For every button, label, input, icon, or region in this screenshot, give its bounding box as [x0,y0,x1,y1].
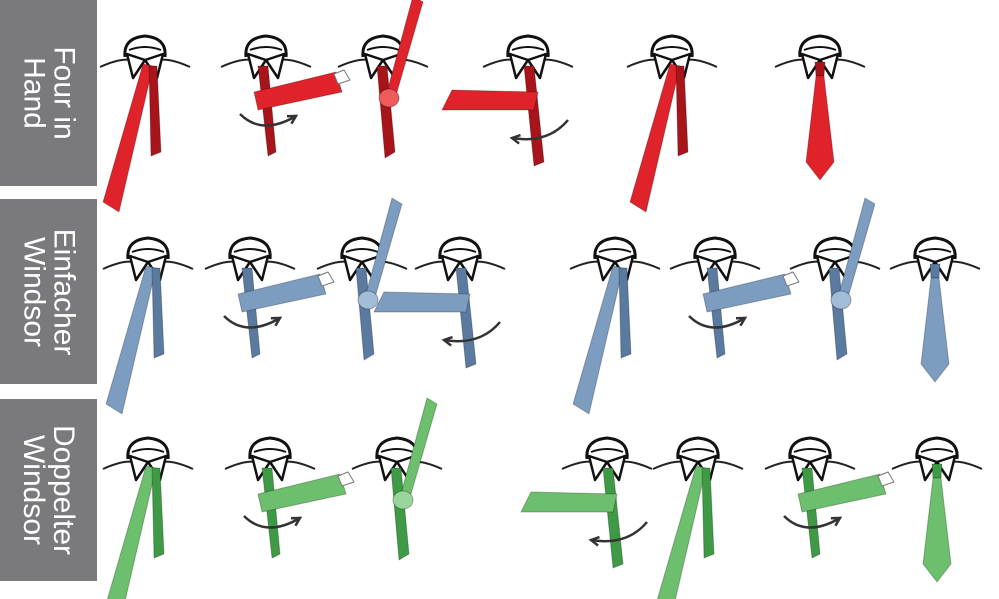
tie-loop [831,291,851,309]
tie-narrow-end [456,268,476,368]
tie-loop [358,291,378,309]
step-5 [627,36,717,212]
tie-narrow-end [262,468,280,558]
tie-wide-end [630,64,680,212]
step-1 [103,438,193,599]
four-in-hand-steps [100,0,999,200]
tie-loop [379,89,399,107]
tie-narrow-end [258,66,276,156]
step-4 [442,36,573,166]
tie-knot [815,62,825,76]
step-1 [100,36,190,212]
tie-wide-end [106,266,156,414]
einfacher-windsor-steps [100,200,999,400]
step-2 [221,36,350,156]
step-7 [892,438,982,582]
step-3 [352,398,442,560]
tie-narrow-end [802,468,820,558]
step-5 [653,438,743,599]
step-3 [338,0,428,158]
tie-narrow-end [242,268,260,358]
tie-wide-end [442,90,538,110]
label-einfacher-windsor: Einfacher Windsor [0,199,97,384]
step-2 [205,238,334,358]
tie-narrow-end [524,66,544,166]
tie-narrow-end [603,468,623,568]
tie-narrow-end [676,66,688,156]
tie-blade [923,478,951,582]
tie-narrow-end [152,468,164,558]
step-4 [521,438,652,568]
step-7 [790,198,880,360]
tie-knot [930,264,940,278]
tie-loop [393,491,413,509]
tie-blade [921,278,949,382]
step-6 [670,238,799,358]
step-4 [374,238,505,368]
doppelter-windsor-steps [100,398,999,598]
tie-wide-end [103,64,153,212]
tie-blade [806,76,834,180]
tie-narrow-end [152,268,164,358]
label-four-in-hand: Four in Hand [0,0,97,186]
tie-wide-end [521,492,617,512]
tie-wide-end [573,266,623,414]
tie-wide-end [656,466,706,599]
tie-wide-end [374,292,470,312]
tie-wide-end [106,466,156,599]
step-8 [890,238,980,382]
tie-knot [932,464,942,478]
tie-narrow-end [619,268,631,358]
label-doppelter-windsor: Doppelter Windsor [0,399,97,581]
step-5 [570,238,660,414]
step-1 [103,238,193,414]
step-6 [765,438,894,558]
step-6 [775,36,865,180]
step-2 [225,438,354,558]
tie-narrow-end [702,468,714,558]
tie-narrow-end [149,66,161,156]
tie-narrow-end [707,268,725,358]
